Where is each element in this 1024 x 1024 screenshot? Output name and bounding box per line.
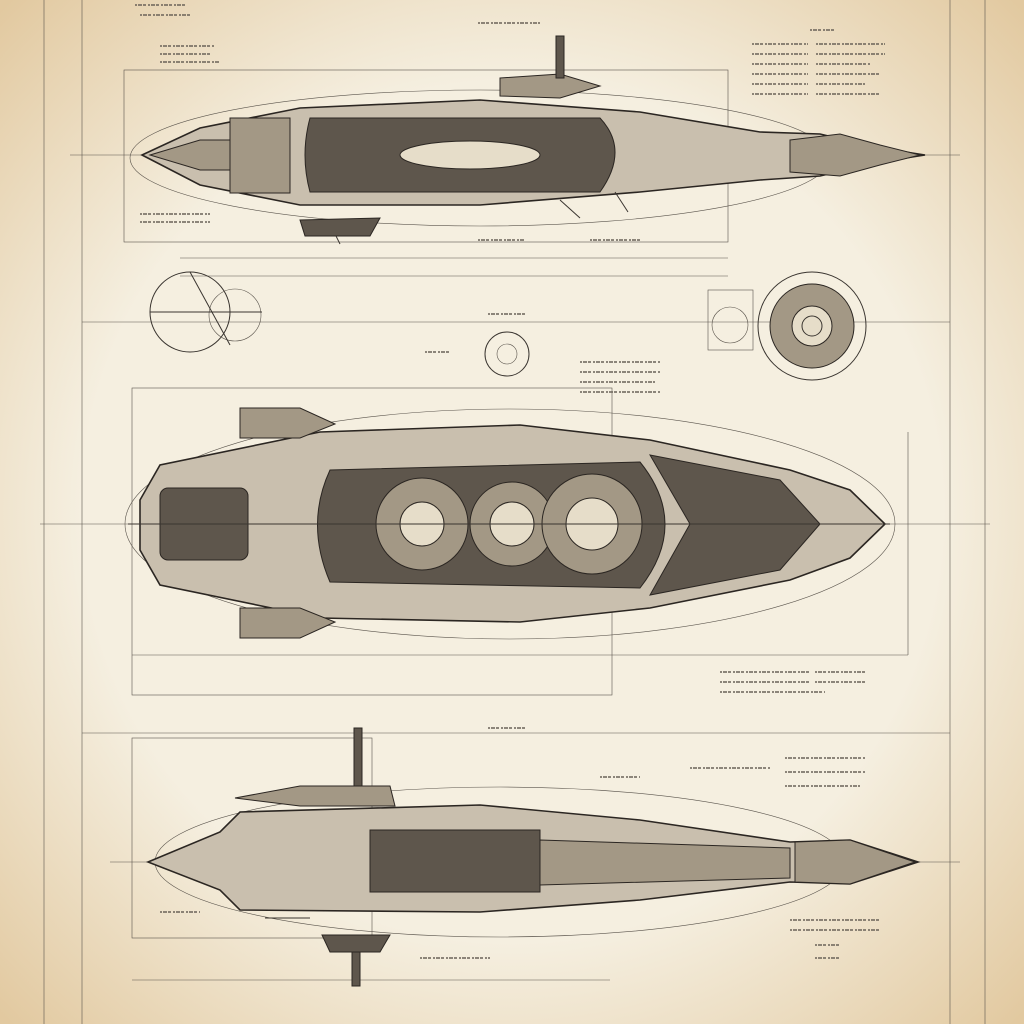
annotation-marks — [135, 4, 885, 959]
side-view-top — [123, 35, 926, 277]
side-view-bottom — [131, 727, 921, 987]
top-view-center — [124, 387, 909, 696]
detail-diagrams — [149, 271, 867, 381]
